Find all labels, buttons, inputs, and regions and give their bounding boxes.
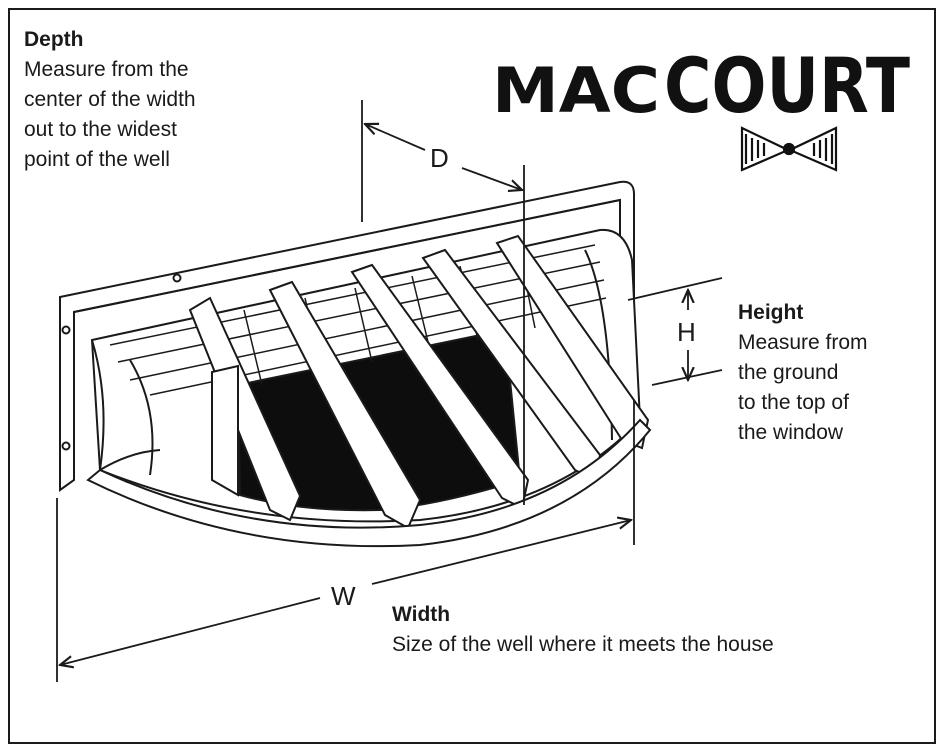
width-title: Width [392,603,451,626]
logo-court-text: COURT [664,41,910,130]
width-dimension [56,400,635,682]
height-note: Height Measure from the ground to the to… [738,298,928,448]
width-description: Size of the well where it meets the hous… [392,633,774,656]
height-dimension [627,277,723,386]
depth-dimension [361,100,525,505]
depth-note: Depth Measure from the center of the wid… [24,25,264,175]
depth-title: Depth [24,28,84,51]
well-rim [86,418,652,548]
bowtie-icon [740,126,838,172]
height-marker: H [677,317,696,347]
width-marker: W [331,581,356,611]
width-note: Width Size of the well where it meets th… [392,600,892,660]
logo-mac-text: MAC [492,54,660,127]
depth-description: Measure from the center of the width out… [24,58,196,171]
maccourt-logo: MAC COURT [492,41,910,172]
depth-marker: D [430,143,449,173]
height-title: Height [738,301,804,324]
wall-flange [59,180,635,492]
height-description: Measure from the ground to the top of th… [738,331,868,444]
well-ribs [188,234,650,530]
